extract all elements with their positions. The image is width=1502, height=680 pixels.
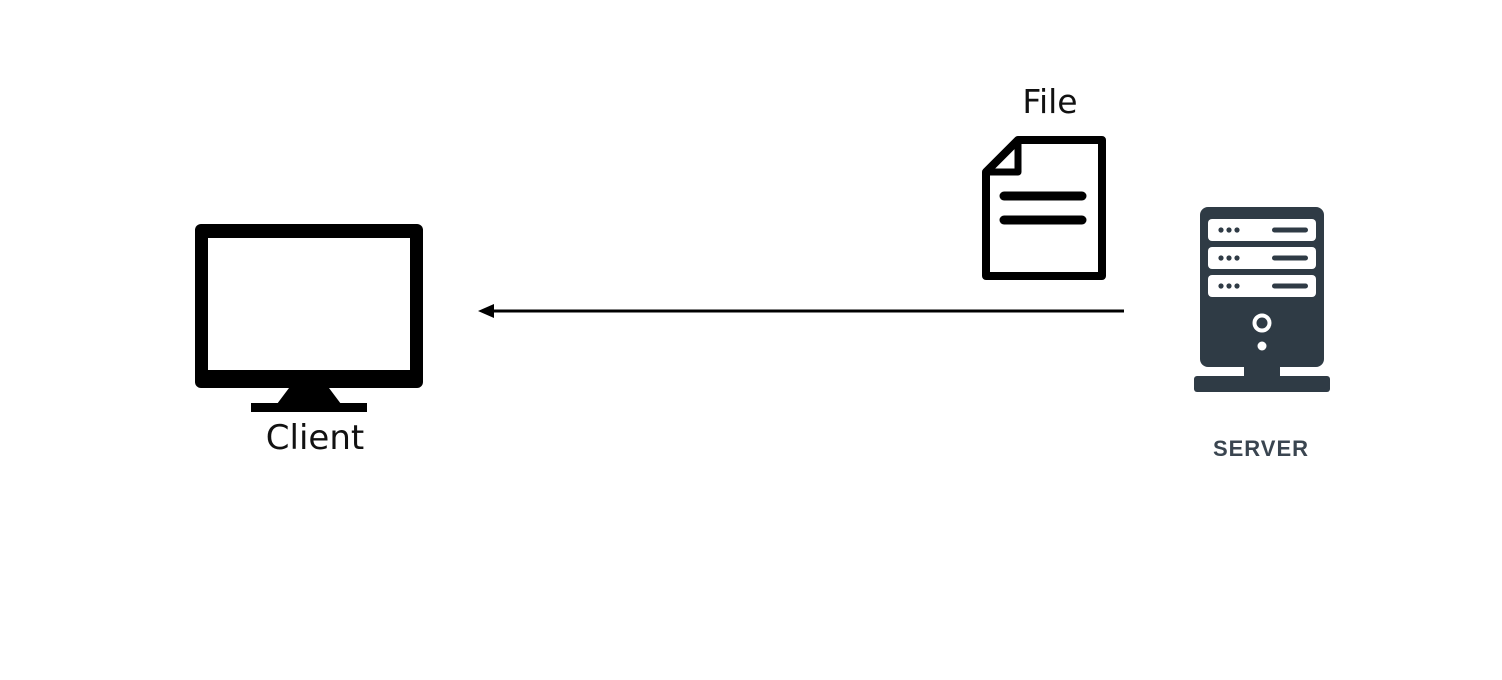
arrow-left-icon — [478, 304, 1124, 318]
document-icon — [982, 136, 1106, 280]
file-label: File — [1022, 82, 1078, 121]
server-tower-icon — [1194, 207, 1330, 392]
server-label: SERVER — [1212, 436, 1310, 461]
client-label: Client — [265, 418, 365, 458]
monitor-icon — [195, 224, 423, 412]
